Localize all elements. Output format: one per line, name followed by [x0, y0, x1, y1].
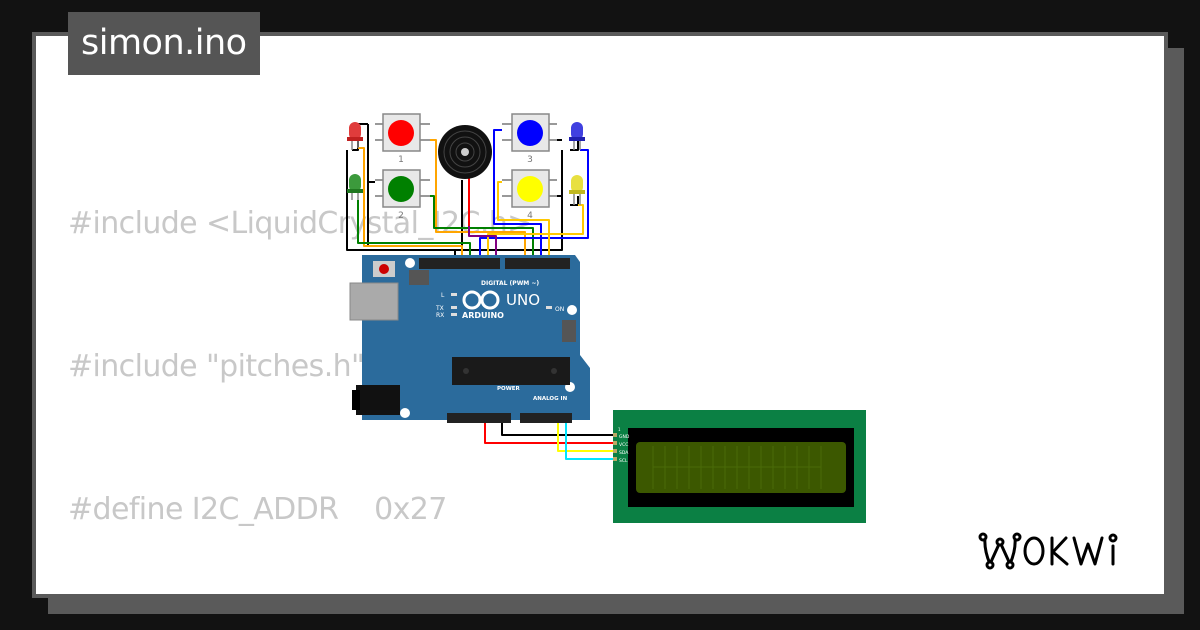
led-blue[interactable]: [569, 122, 585, 150]
brand-label: ARDUINO: [462, 311, 504, 320]
power-label: POWER: [497, 386, 521, 392]
svg-text:ON: ON: [555, 306, 564, 313]
svg-text:1: 1: [398, 155, 404, 165]
code-background: #include <LiquidCrystal_I2C.h> #include …: [68, 104, 957, 594]
wires: [346, 123, 614, 460]
code-line: #define I2C_ADDR 0x27: [68, 492, 447, 528]
svg-text:GND: GND: [619, 434, 630, 440]
svg-text:L: L: [441, 292, 445, 299]
led-yellow[interactable]: [569, 175, 585, 205]
digital-label: DIGITAL (PWM ~): [481, 280, 539, 287]
svg-text:1: 1: [618, 427, 621, 432]
wokwi-logo[interactable]: [978, 530, 1150, 574]
svg-text:SDA: SDA: [619, 450, 629, 456]
pushbutton-2[interactable]: 2: [375, 169, 430, 221]
svg-text:TX: TX: [435, 305, 444, 312]
pushbutton-1[interactable]: 1: [375, 113, 430, 165]
code-line: #include "pitches.h": [68, 348, 365, 384]
code-line: #include <LiquidCrystal_I2C.h>: [68, 205, 532, 241]
pushbutton-4[interactable]: 4: [502, 169, 557, 221]
preview-card: #include <LiquidCrystal_I2C.h> #include …: [32, 32, 1168, 598]
arduino-logo: [462, 290, 500, 310]
svg-text:RX: RX: [436, 312, 444, 319]
svg-text:VCC: VCC: [619, 442, 628, 448]
analog-label: ANALOG IN: [533, 396, 568, 402]
project-filename: simon.ino: [68, 12, 260, 75]
svg-text:3: 3: [527, 155, 533, 165]
model-label: UNO: [506, 291, 540, 309]
svg-text:2: 2: [398, 211, 404, 221]
pushbutton-3[interactable]: 3: [502, 113, 557, 165]
arduino-uno[interactable]: DIGITAL (PWM ~) POWER ANALOG IN UNO ARDU…: [349, 255, 590, 423]
lcd-1602[interactable]: 1 GND VCC SDA SCL: [613, 410, 866, 523]
led-green[interactable]: [347, 174, 363, 200]
led-red[interactable]: [347, 122, 363, 150]
buzzer[interactable]: [438, 125, 492, 179]
svg-text:4: 4: [527, 211, 533, 221]
svg-text:SCL: SCL: [619, 458, 628, 464]
